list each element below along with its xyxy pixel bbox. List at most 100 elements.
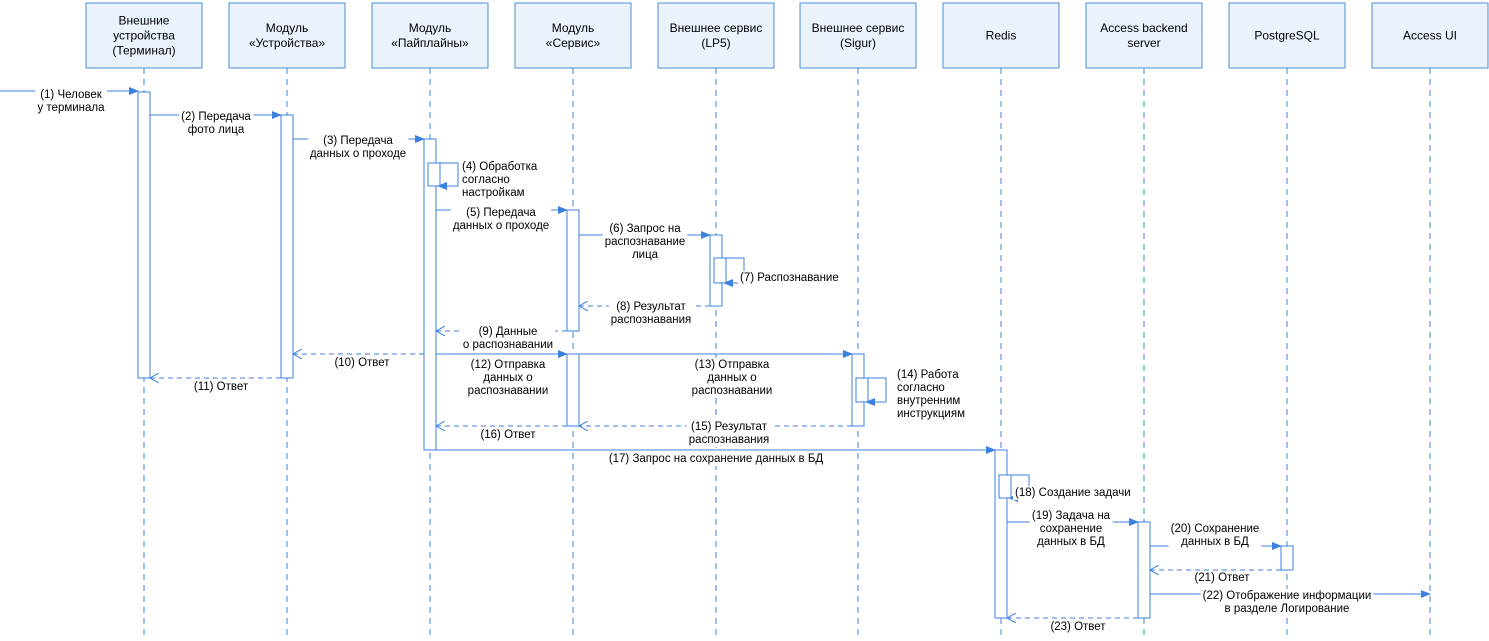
participant-lp5: Внешнее сервис(LP5)	[657, 2, 775, 69]
message-label-16: (16) Ответ	[480, 429, 536, 441]
participant-label: «Сервис»	[546, 36, 601, 50]
participant-box-backend	[1085, 2, 1203, 69]
participant-devices: Модуль«Устройства»	[228, 2, 346, 69]
activation-service	[566, 353, 580, 427]
participant-pipelines: Модуль«Пайплайны»	[371, 2, 489, 69]
message-label-21: (21) Ответ	[1194, 572, 1250, 584]
message-label-18: (18) Создание задачи	[1015, 487, 1131, 499]
participant-service: Модуль«Сервис»	[514, 2, 632, 69]
participant-postgres: PostgreSQL	[1228, 2, 1346, 69]
participant-box-lp5	[657, 2, 775, 69]
activation-sigur	[855, 377, 869, 403]
activation-postgres	[1280, 545, 1294, 571]
message-label-bg	[460, 160, 540, 200]
message-arrow-4	[436, 162, 459, 190]
message-label-bg	[332, 356, 393, 370]
message-label-bg	[478, 428, 539, 442]
participant-label: (Терминал)	[112, 44, 175, 58]
participant-box-postgres	[1228, 2, 1346, 69]
participant-label: Модуль	[266, 21, 309, 35]
activation-terminal	[137, 91, 151, 379]
participant-sigur: Внешнее сервис(Sigur)	[799, 2, 917, 69]
message-arrow-14	[864, 377, 887, 406]
message-10: (10) Ответ	[293, 354, 424, 370]
activation-devices	[280, 114, 294, 379]
participant-redis: Redis	[942, 2, 1060, 69]
participant-label: server	[1127, 36, 1160, 50]
message-18: (18) Создание задачи	[1007, 474, 1133, 502]
message-label-17: (17) Запрос на сохранение данных в БД	[609, 453, 824, 465]
activation-redis	[998, 474, 1012, 499]
activation-backend	[1137, 521, 1151, 619]
message-label-bg	[1013, 486, 1133, 500]
activation-pipelines	[427, 162, 441, 187]
message-label-bg	[608, 300, 694, 327]
message-label-bg	[307, 134, 409, 161]
message-arrow-7	[722, 257, 745, 287]
participant-box-pipelines	[371, 2, 489, 69]
participant-label: Access UI	[1403, 29, 1457, 43]
message-label-bg	[191, 380, 251, 394]
participant-box-redis	[942, 2, 1060, 69]
message-17: (17) Запрос на сохранение данных в БД	[436, 446, 996, 466]
activation-service	[566, 209, 580, 332]
message-label-bg	[689, 358, 775, 398]
message-label-bg	[460, 325, 556, 352]
participant-box-devices	[228, 2, 346, 69]
participant-label: (Sigur)	[840, 36, 876, 50]
message-label-bg	[686, 420, 772, 447]
participant-label: PostgreSQL	[1254, 29, 1320, 43]
message-7: (7) Распознавание	[722, 257, 841, 287]
message-21: (21) Ответ	[1150, 570, 1281, 585]
participant-label: Внешнее сервис	[670, 21, 763, 35]
message-label-bg	[465, 358, 551, 398]
message-11: (11) Ответ	[150, 378, 281, 394]
participant-label: Модуль	[552, 21, 595, 35]
participant-label: «Устройства»	[249, 36, 325, 50]
message-label-10: (10) Ответ	[334, 357, 390, 369]
participant-label: «Пайплайны»	[391, 36, 469, 50]
message-label-bg	[602, 222, 688, 262]
message-label-bg	[1168, 522, 1262, 549]
message-23: (23) Ответ	[1007, 618, 1138, 634]
participant-ui: Access UI	[1371, 2, 1489, 69]
participant-label: Модуль	[409, 21, 452, 35]
message-label-bg	[1048, 620, 1109, 634]
participant-box-sigur	[799, 2, 917, 69]
activation-lp5	[713, 257, 727, 284]
message-label-bg	[1192, 571, 1253, 585]
participant-label: (LP5)	[701, 36, 730, 50]
participant-label: устройства	[113, 29, 175, 43]
message-label-bg	[606, 452, 826, 466]
message-label-bg	[1200, 589, 1374, 616]
